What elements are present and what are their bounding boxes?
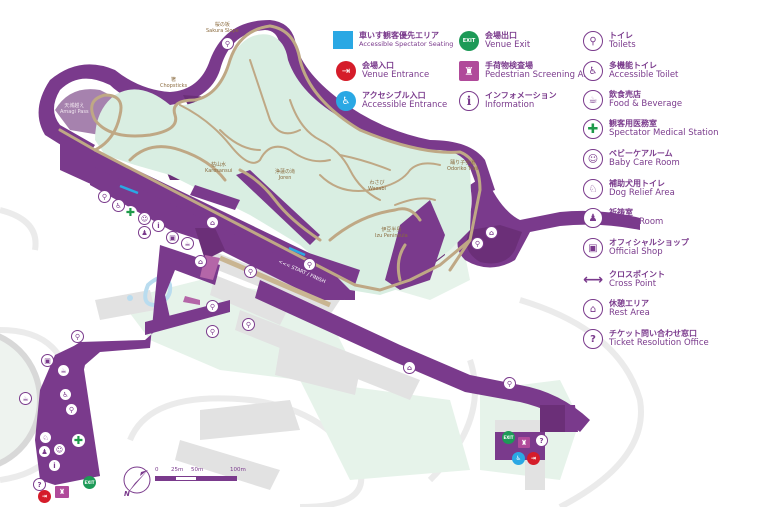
exit-pin[interactable]: EXIT [83,476,96,489]
rest-area-pin[interactable]: ⌂ [485,226,498,239]
green-hill [95,34,471,296]
venue-entrance-pin[interactable]: ⇥ [38,490,51,503]
food-beverage-pin[interactable]: ☕ [19,392,32,405]
accessible-toilet-pin[interactable]: ♿ [59,388,72,401]
information-pin[interactable]: i [48,459,61,472]
toilets-pin[interactable]: ⚲ [303,258,316,271]
track [58,24,482,292]
accessible-toilet-icon: ♿ [583,61,603,81]
baby-care-icon: ☺ [583,149,603,169]
food-beverage-pin[interactable]: ☕ [181,237,194,250]
official-shop-pin[interactable]: ▣ [166,231,179,244]
background-roads [0,207,644,507]
toilets-pin[interactable]: ⚲ [221,37,234,50]
dog-relief-icon: ♘ [583,179,603,199]
venue-entrance-icon: ⇥ [336,61,356,81]
toilets-pin[interactable]: ⚲ [206,325,219,338]
dog-relief-pin[interactable]: ♘ [39,431,52,444]
information-pin[interactable]: i [152,219,165,232]
prayer-room-pin[interactable]: ♟ [138,226,151,239]
screening-icon: ♜ [459,61,479,81]
exit-icon: EXIT [459,31,479,51]
rest-area-pin[interactable]: ⌂ [206,216,219,229]
information-icon: i [459,91,479,111]
toilets-pin[interactable]: ⚲ [98,190,111,203]
venue-entrance-pin[interactable]: ⇥ [527,452,540,465]
baby-care-pin[interactable]: ☺ [53,443,66,456]
toilets-pin[interactable]: ⚲ [206,300,219,313]
toilets-pin[interactable]: ⚲ [71,330,84,343]
food-beverage-icon: ☕ [583,90,603,110]
compass [123,466,151,494]
accessible-seating-areas [119,184,306,257]
exit-pin[interactable]: EXIT [502,431,515,444]
medical-station-pin[interactable]: ✚ [72,434,85,447]
official-shop-icon: ▣ [583,238,603,258]
prayer-room-pin[interactable]: ♟ [38,445,51,458]
ticket-office-icon: ? [583,329,603,349]
scale-bar: 0 25m 50m 100m [155,467,255,481]
medical-station-icon: ✚ [583,119,603,139]
rest-area-icon: ⌂ [583,299,603,319]
toilets-pin[interactable]: ⚲ [242,318,255,331]
north-label: N [124,490,130,498]
baby-care-pin[interactable]: ☺ [138,212,151,225]
ticket-office-pin[interactable]: ? [535,434,548,447]
rest-area-pin[interactable]: ⌂ [194,255,207,268]
accessible-entrance-pin[interactable]: ♿ [512,452,525,465]
hill-contours [179,59,441,206]
screening-pin[interactable]: ♜ [55,486,69,498]
toilets-pin[interactable]: ⚲ [471,237,484,250]
toilets-pin[interactable]: ⚲ [503,377,516,390]
food-beverage-pin[interactable]: ☕ [57,364,70,377]
rest-area-pin[interactable]: ⌂ [403,361,416,374]
toilets-pin[interactable]: ⚲ [65,403,78,416]
accessible-toilet-pin[interactable]: ♿ [112,199,125,212]
toilets-pin[interactable]: ⚲ [244,265,257,278]
start-finish-line [219,255,331,308]
medical-station-pin[interactable]: ✚ [124,206,137,219]
prayer-room-icon: ♟ [583,208,603,228]
accessible-entrance-icon: ♿ [336,91,356,111]
official-shop-pin[interactable]: ▣ [41,354,54,367]
screening-pin[interactable]: ♜ [518,437,530,448]
cross-point-icon: ⟷ [582,272,604,288]
toilets-icon: ⚲ [583,31,603,51]
accessible-seating-icon [333,31,353,49]
